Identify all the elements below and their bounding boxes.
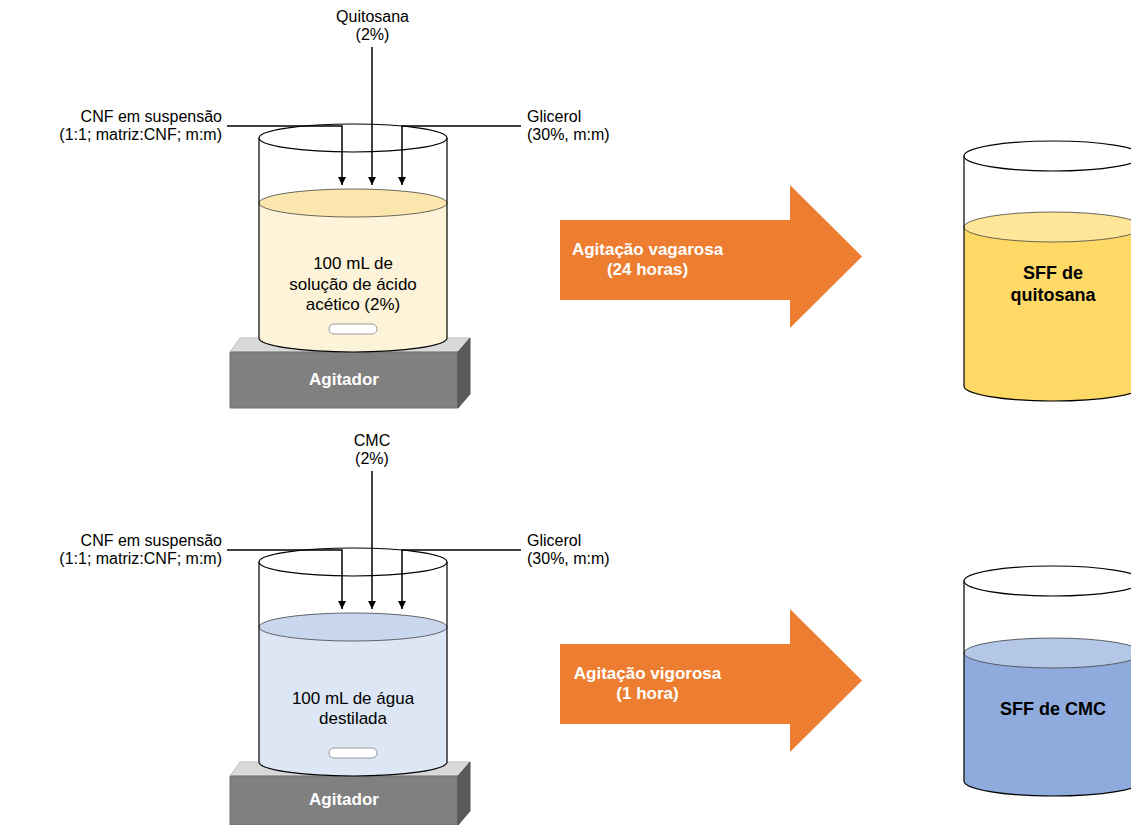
liquid-surface: [964, 212, 1131, 242]
liquid: [964, 638, 1131, 796]
input-arrow: [227, 550, 342, 609]
beaker-rim: [259, 548, 447, 576]
beaker-wall: [259, 562, 447, 776]
text-area: Agitação vigorosa (1 hora): [565, 644, 730, 724]
text-stack: 100 mL de água destilada: [285, 689, 421, 730]
ingredient-label: CNF em suspensão (1:1; matriz:CNF; m:m): [54, 532, 222, 568]
node-text: SFF de CMC: [1000, 699, 1106, 721]
text-area: 100 mL de solução de ácido acético (2%): [285, 235, 421, 335]
result-beaker-outline: [963, 565, 1131, 797]
liquid-surface: [259, 613, 447, 641]
beaker-outline: [258, 547, 448, 777]
result-beaker: SFF de CMC: [963, 565, 1131, 797]
stirrer-side: [458, 338, 470, 408]
input-arrow: [402, 126, 521, 185]
text-stack: Agitador: [309, 370, 379, 390]
beaker: 100 mL de solução de ácido acético (2%): [258, 123, 448, 353]
liquid-surface: [964, 638, 1131, 668]
beaker-rim: [964, 141, 1131, 171]
text-area: 100 mL de água destilada: [285, 659, 421, 759]
process-arrow: Agitação vagarosa (24 horas): [560, 185, 862, 328]
result-beaker: SFF de quitosana: [963, 140, 1131, 402]
beaker-rim: [964, 566, 1131, 596]
text-stack: SFF de quitosana: [998, 263, 1108, 306]
text-area: Agitador: [230, 352, 458, 408]
ingredient-label: Quitosana (2%): [330, 8, 415, 44]
stirrer-front: [230, 352, 458, 408]
beaker-wall: [259, 138, 447, 352]
input-arrow: [371, 471, 373, 609]
node-text: Agitação vagarosa (24 horas): [565, 240, 730, 281]
node-text: Agitador: [309, 370, 379, 390]
stirrer-top: [230, 762, 470, 776]
beaker: 100 mL de água destilada: [258, 547, 448, 777]
node-text: 100 mL de água destilada: [285, 689, 421, 730]
text-area: Agitação vagarosa (24 horas): [565, 220, 730, 300]
arrow-shape: [560, 609, 862, 752]
liquid: [259, 189, 447, 352]
node-text: Agitador: [309, 790, 379, 810]
stirrer-side: [458, 762, 470, 825]
ingredient-label: CNF em suspensão (1:1; matriz:CNF; m:m): [54, 108, 222, 144]
input-arrow: [402, 550, 521, 609]
liquid: [259, 613, 447, 776]
ingredient-label: Glicerol (30%, m:m): [527, 532, 622, 568]
text-stack: Agitação vigorosa (1 hora): [565, 664, 730, 705]
liquid: [964, 212, 1131, 401]
beaker-wall: [964, 581, 1131, 796]
beaker-wall: [964, 156, 1131, 401]
text-stack: 100 mL de solução de ácido acético (2%): [285, 254, 421, 315]
text-area: SFF de quitosana: [998, 250, 1108, 320]
node-text: SFF de quitosana: [998, 263, 1108, 306]
node-text: Agitação vigorosa (1 hora): [565, 664, 730, 705]
stirrer-front: [230, 776, 458, 825]
stir-bar: [329, 324, 377, 334]
input-arrow: [371, 47, 373, 185]
beaker-outline: [258, 123, 448, 353]
text-stack: SFF de CMC: [1000, 699, 1106, 721]
ingredient-label: CMC (2%): [347, 432, 397, 468]
beaker-rim: [259, 124, 447, 152]
text-stack: Agitação vagarosa (24 horas): [565, 240, 730, 281]
process-arrow: Agitação vigorosa (1 hora): [560, 609, 862, 752]
text-area: Agitador: [230, 776, 458, 825]
stir-bar: [329, 748, 377, 758]
text-area: SFF de CMC: [998, 680, 1108, 740]
arrow-shape: [560, 185, 862, 328]
input-arrow: [227, 126, 342, 185]
stirrer-top: [230, 338, 470, 352]
ingredient-label: Glicerol (30%, m:m): [527, 108, 622, 144]
text-stack: Agitador: [309, 790, 379, 810]
liquid-surface: [259, 189, 447, 217]
node-text: 100 mL de solução de ácido acético (2%): [285, 254, 421, 315]
